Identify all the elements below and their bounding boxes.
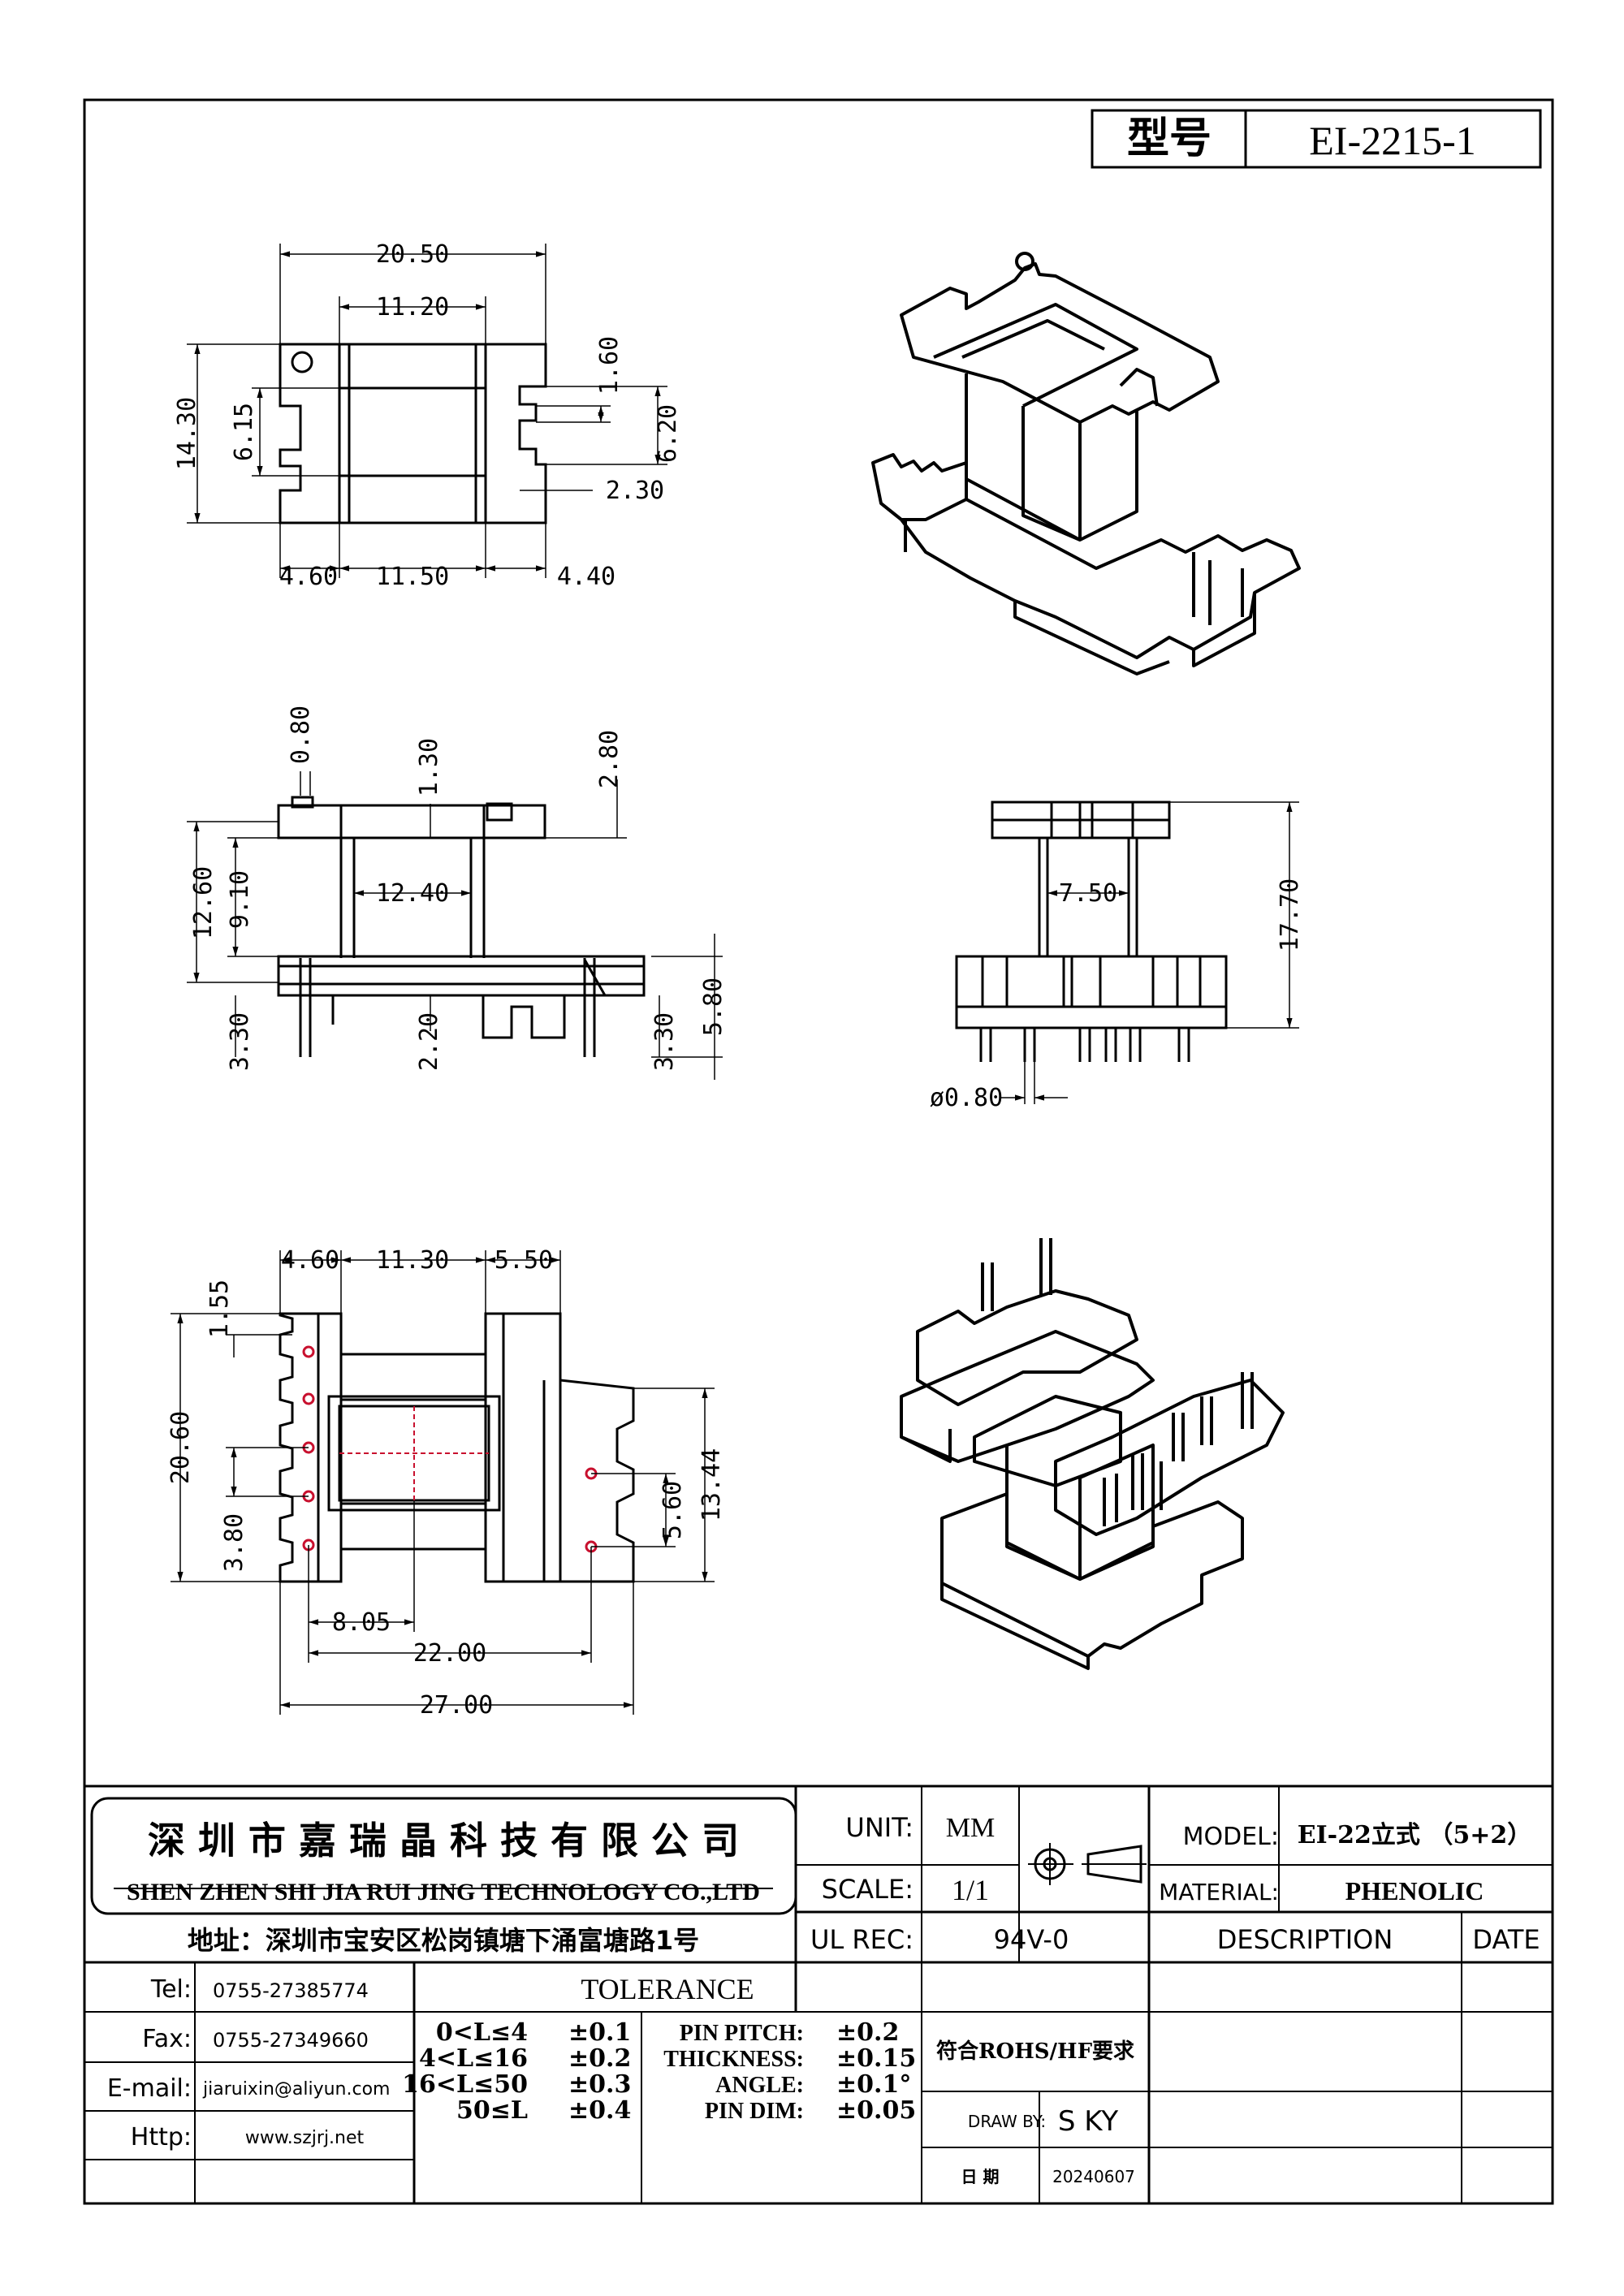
spec-name-3: ANGLE: xyxy=(715,2073,804,2098)
front-view-dims xyxy=(187,771,723,1080)
ul-value: 94V-0 xyxy=(994,1924,1069,1955)
dim-front-height: 12.60 xyxy=(189,866,218,939)
contact-label-http: Http: xyxy=(131,2123,192,2151)
spec-tol-2: ±0.15 xyxy=(836,2044,916,2073)
spec-tol-3: ±0.1° xyxy=(836,2070,911,2099)
model-label: MODEL: xyxy=(1183,1823,1279,1851)
dim-front-right-h: 5.80 xyxy=(699,978,728,1036)
model-value: EI-22立式 （5+2） xyxy=(1298,1821,1531,1849)
spec-tol-4: ±0.05 xyxy=(836,2096,916,2125)
dim-bottom-height: 20.60 xyxy=(166,1411,195,1484)
dim-bottom-tooth: 1.55 xyxy=(205,1280,234,1338)
tolerance-value-2: ±0.2 xyxy=(568,2044,631,2073)
contact-value-http: www.szjrj.net xyxy=(245,2128,365,2148)
dim-bottom-right-h: 13.44 xyxy=(698,1448,726,1521)
bottom-view-pin-markers xyxy=(302,1345,598,1553)
material-value: PHENOLIC xyxy=(1345,1876,1484,1905)
dim-bottom-offset: 8.05 xyxy=(332,1608,391,1637)
contact-value-email: jiaruixin@aliyun.com xyxy=(202,2079,390,2100)
rohs-note: 符合ROHS/HF要求 xyxy=(936,2039,1134,2064)
company-name-en: SHEN ZHEN SHI JIA RUI JING TECHNOLOGY CO… xyxy=(127,1879,760,1905)
tolerance-range-2: 4<L≤16 xyxy=(419,2044,528,2073)
company-address: 地址：深圳市宝安区松岗镇塘下涌富塘路1号 xyxy=(188,1925,699,1956)
tolerance-range-1: 0<L≤4 xyxy=(436,2018,528,2047)
spec-name-2: THICKNESS: xyxy=(663,2047,804,2072)
tolerance-range-4: 50≤L xyxy=(456,2096,528,2125)
dim-top-left: 4.60 xyxy=(279,563,338,591)
iso-view-top xyxy=(871,252,1301,675)
contact-label-email: E-mail: xyxy=(107,2074,192,2103)
dim-bottom-pitch: 3.80 xyxy=(220,1513,248,1572)
bottom-view xyxy=(279,1312,635,1583)
model-number: EI-2215-1 xyxy=(1309,118,1476,163)
draw-by-value: S KY xyxy=(1058,2105,1118,2138)
contact-value-tel: 0755-27385774 xyxy=(213,1979,369,2002)
company-name-cn: 深 圳 市 嘉 瑞 晶 科 技 有 限 公 司 xyxy=(148,1819,739,1862)
dim-front-post: 1.30 xyxy=(415,738,443,796)
title-block xyxy=(84,1785,1553,2203)
contact-label-fax: Fax: xyxy=(142,2025,192,2053)
title-box: 型号 EI-2215-1 xyxy=(1091,109,1542,169)
top-view xyxy=(279,343,547,524)
top-view-dims xyxy=(187,244,667,578)
unit-value: MM xyxy=(946,1813,995,1843)
draw-by-label: DRAW BY: xyxy=(968,2112,1046,2131)
contact-label-tel: Tel: xyxy=(150,1975,192,2004)
dim-front-lug: 2.80 xyxy=(595,730,624,788)
unit-label: UNIT: xyxy=(845,1812,914,1843)
dim-top-slot-span: 6.20 xyxy=(654,404,682,463)
dim-top-inner-h: 6.15 xyxy=(230,403,258,461)
dim-bottom-pin-span: 22.00 xyxy=(413,1639,486,1668)
front-view xyxy=(277,796,646,1057)
bottom-view-dims xyxy=(171,1250,715,1715)
dim-front-inner-h: 9.10 xyxy=(226,870,254,929)
side-view-dims xyxy=(1000,801,1299,1104)
dim-top-slot: 1.60 xyxy=(595,336,624,395)
sheet-border xyxy=(83,98,1554,2205)
tolerance-value-4: ±0.4 xyxy=(568,2096,631,2125)
dim-side-pin-span: 7.50 xyxy=(1059,879,1117,908)
tolerance-title: TOLERANCE xyxy=(581,1973,754,2005)
spec-name-4: PIN DIM: xyxy=(705,2099,804,2124)
material-label: MATERIAL: xyxy=(1159,1879,1279,1905)
tolerance-value-3: ±0.3 xyxy=(568,2070,631,2099)
dim-top-inner: 11.20 xyxy=(376,293,449,322)
dim-front-inner-w: 12.40 xyxy=(376,879,449,908)
dim-side-pin-dia: ø0.80 xyxy=(930,1084,1003,1112)
side-view xyxy=(955,801,1228,1062)
iso-view-bottom xyxy=(900,1238,1285,1670)
dim-front-pin: 0.80 xyxy=(287,706,315,764)
spec-name-1: PIN PITCH: xyxy=(680,2021,804,2046)
dim-top-right: 4.40 xyxy=(557,563,615,591)
spec-tol-1: ±0.2 xyxy=(836,2018,899,2047)
dim-top-center: 11.50 xyxy=(376,563,449,591)
dim-bottom-left: 4.60 xyxy=(281,1246,339,1275)
dim-side-height: 17.70 xyxy=(1276,878,1304,952)
approval-date-label: 日 期 xyxy=(961,2167,1000,2186)
contact-value-fax: 0755-27349660 xyxy=(213,2029,369,2052)
title-block-text: 深 圳 市 嘉 瑞 晶 科 技 有 限 公 司 SHEN ZHEN SHI JI… xyxy=(107,1812,1540,2186)
approval-date-value: 20240607 xyxy=(1052,2167,1135,2186)
tolerance-range-3: 16<L≤50 xyxy=(402,2070,528,2099)
dim-bottom-right: 5.50 xyxy=(495,1246,553,1275)
ul-label: UL REC: xyxy=(810,1924,914,1955)
dim-bottom-center: 11.30 xyxy=(376,1246,449,1275)
scale-value: 1/1 xyxy=(952,1874,989,1906)
scale-label: SCALE: xyxy=(822,1874,914,1905)
dim-top-height: 14.30 xyxy=(173,397,201,470)
dim-top-width: 20.50 xyxy=(376,240,449,269)
dim-bottom-width: 27.00 xyxy=(420,1691,493,1720)
dim-front-center-h: 2.20 xyxy=(415,1012,443,1071)
dim-front-base-left: 3.30 xyxy=(226,1012,254,1071)
dim-bottom-right-pitch: 5.60 xyxy=(659,1481,687,1539)
title-label: 型号 xyxy=(1127,114,1212,163)
description-label: DESCRIPTION xyxy=(1217,1924,1393,1955)
dim-front-base-right: 3.30 xyxy=(650,1012,679,1071)
tolerance-value-1: ±0.1 xyxy=(568,2018,631,2047)
date-label: DATE xyxy=(1472,1924,1540,1955)
dim-top-step: 2.30 xyxy=(606,477,664,505)
